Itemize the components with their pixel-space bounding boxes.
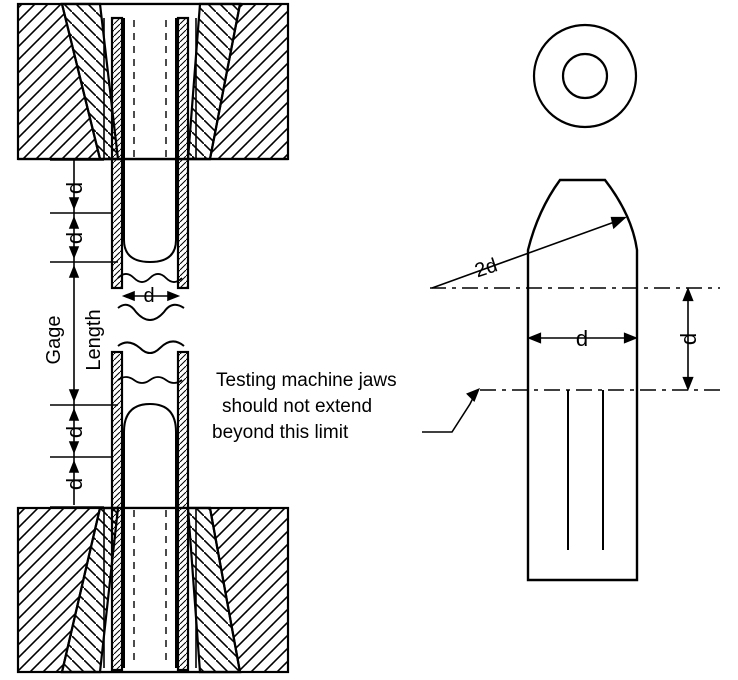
height-d-label: d (676, 333, 701, 345)
bottom-grip-block (16, 506, 290, 674)
length-label: Length (83, 309, 105, 370)
note-line-1: Testing machine jaws (216, 370, 397, 391)
top-grip-block (16, 2, 290, 161)
left-dimension-lines (50, 159, 181, 508)
dim-d-1: d (62, 182, 87, 194)
note-line-3: beyond this limit (212, 422, 349, 443)
gage-label: Gage (43, 316, 65, 365)
lower-tube (103, 340, 197, 672)
note-line-2: should not extend (222, 396, 372, 417)
radius-2d-label: 2d (472, 254, 500, 282)
dim-d-4: d (62, 478, 87, 490)
width-d-label: d (576, 326, 588, 351)
labels: d d d d Gage Length d 2d d d Testing mac… (43, 182, 701, 490)
dim-d-3: d (62, 426, 87, 438)
dim-d-2: d (62, 232, 87, 244)
end-view-ring (532, 23, 638, 129)
bore-d-label: d (143, 285, 154, 307)
upper-tube (103, 16, 197, 321)
plug-side-view (422, 178, 720, 582)
